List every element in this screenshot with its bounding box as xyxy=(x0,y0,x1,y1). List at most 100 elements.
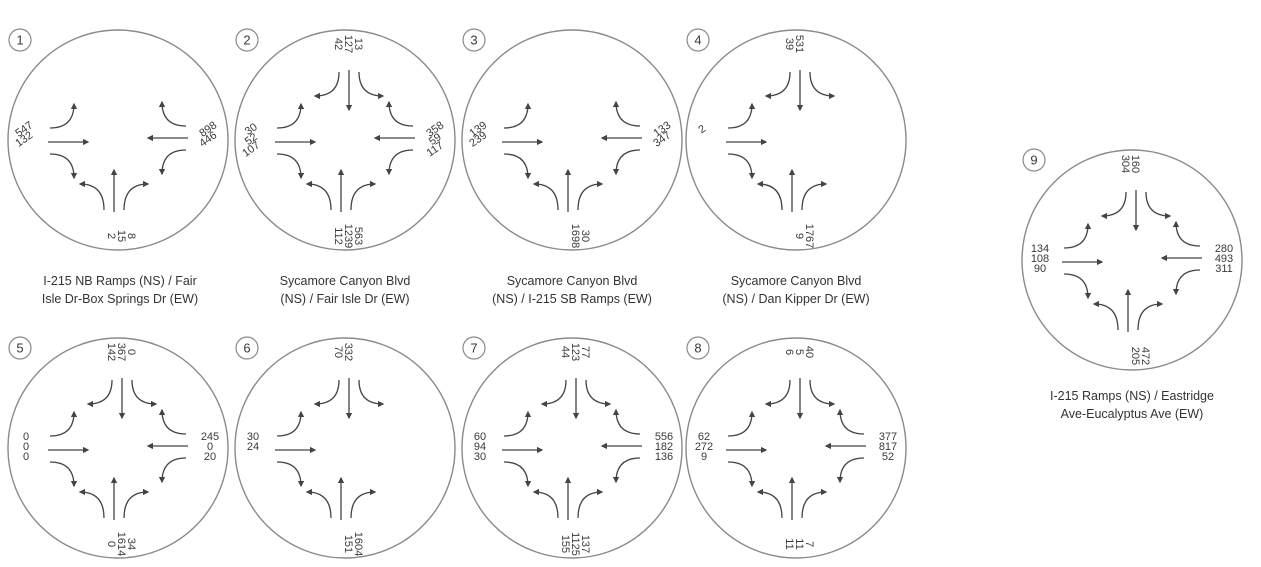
volume-label: 556 xyxy=(655,431,673,443)
turn-arrow xyxy=(1145,191,1172,220)
turn-arrow xyxy=(503,461,532,488)
turn-arrow xyxy=(585,379,612,408)
volume-label: 9 xyxy=(701,451,707,463)
volume-label: 8 xyxy=(125,233,137,239)
turn-arrow xyxy=(727,102,756,129)
turn-arrow xyxy=(612,100,641,127)
volume-label: 1239 xyxy=(342,224,354,248)
turn-arrow xyxy=(49,461,78,488)
volume-label: 123 xyxy=(569,343,581,361)
intersection-number-badge xyxy=(8,28,32,52)
turn-arrow xyxy=(836,408,865,435)
volume-label: 15 xyxy=(115,230,127,242)
volume-label: 11 xyxy=(783,538,795,549)
intersection-number: 4 xyxy=(694,33,701,48)
intersection-boundary xyxy=(234,29,456,251)
turn-arrow xyxy=(503,153,532,180)
volume-label: 0 xyxy=(207,441,213,453)
volume-label: 7 xyxy=(803,541,815,547)
volume-label: 1604 xyxy=(352,532,364,556)
volume-label: 40 xyxy=(803,346,815,358)
intersection-boundary xyxy=(7,29,229,251)
turn-arrow xyxy=(276,102,305,129)
intersection-number-badge xyxy=(235,336,259,360)
volume-label: 245 xyxy=(201,431,219,443)
volume-label: 30 xyxy=(243,121,260,138)
turn-arrow xyxy=(49,102,78,129)
turn-arrow xyxy=(532,488,559,519)
turn-arrow xyxy=(276,461,305,488)
volume-label: 94 xyxy=(474,441,486,453)
volume-label: 367 xyxy=(115,343,127,361)
volume-label: 472 xyxy=(1139,347,1151,365)
turn-arrow xyxy=(809,379,836,408)
intersection-boundary xyxy=(685,337,907,559)
turn-arrow xyxy=(78,180,105,211)
turn-arrow xyxy=(158,457,187,484)
intersection-number-badge xyxy=(686,28,710,52)
volume-label: 134 xyxy=(1031,243,1049,255)
volume-label: 30 xyxy=(247,431,259,443)
volume-label: 30 xyxy=(579,230,591,242)
intersection-boundary xyxy=(234,337,456,559)
turn-arrow xyxy=(276,410,305,437)
volume-label: 151 xyxy=(342,535,354,553)
volume-label: 0 xyxy=(23,431,29,443)
turn-arrow xyxy=(756,488,783,519)
volume-label: 9 xyxy=(793,233,805,239)
intersection-number: 3 xyxy=(470,33,477,48)
turn-arrow xyxy=(503,410,532,437)
turn-arrow xyxy=(358,71,385,100)
turn-arrow xyxy=(313,71,340,100)
turn-arrow xyxy=(78,488,105,519)
turn-arrow xyxy=(158,408,187,435)
turn-arrow xyxy=(1137,300,1164,331)
caption-line: Ave-Eucalyptus Ave (EW) xyxy=(1060,407,1204,421)
caption-line: I-215 NB Ramps (NS) / Fair xyxy=(43,274,197,288)
volume-label: 77 xyxy=(579,346,591,358)
volume-label: 52 xyxy=(882,451,894,463)
turn-arrow xyxy=(385,100,414,127)
volume-label: 2 xyxy=(696,123,708,136)
volume-label: 311 xyxy=(1215,263,1233,275)
intersection-number-badge xyxy=(8,336,32,360)
volume-label: 11 xyxy=(793,538,805,549)
turn-arrow xyxy=(836,457,865,484)
volume-label: 531 xyxy=(793,35,805,53)
turn-arrow xyxy=(305,488,332,519)
volume-label: 59 xyxy=(427,131,444,148)
intersection-number: 9 xyxy=(1030,153,1037,168)
turn-arrow xyxy=(1172,269,1201,296)
turn-arrow xyxy=(727,461,756,488)
turn-arrow xyxy=(305,180,332,211)
volume-label: 0 xyxy=(105,541,117,547)
intersection-boundary xyxy=(7,337,229,559)
volume-label: 127 xyxy=(342,35,354,53)
intersection-number-badge xyxy=(462,28,486,52)
volume-label: 52 xyxy=(243,131,260,148)
turn-arrow xyxy=(158,149,187,176)
volume-label: 60 xyxy=(474,431,486,443)
volume-label: 1767 xyxy=(803,224,815,248)
turn-arrow xyxy=(764,71,791,100)
intersection-number: 8 xyxy=(694,341,701,356)
turn-arrow xyxy=(358,379,385,408)
turn-arrow xyxy=(612,457,641,484)
turn-arrow xyxy=(276,153,305,180)
turn-arrow xyxy=(756,180,783,211)
turn-arrow xyxy=(49,410,78,437)
intersection-caption: Sycamore Canyon Blvd(NS) / Fair Isle Dr … xyxy=(225,272,465,308)
intersection-number: 1 xyxy=(16,33,23,48)
intersection-number: 5 xyxy=(16,341,23,356)
turn-arrow xyxy=(313,379,340,408)
turn-arrow xyxy=(612,149,641,176)
turn-arrow xyxy=(801,488,828,519)
